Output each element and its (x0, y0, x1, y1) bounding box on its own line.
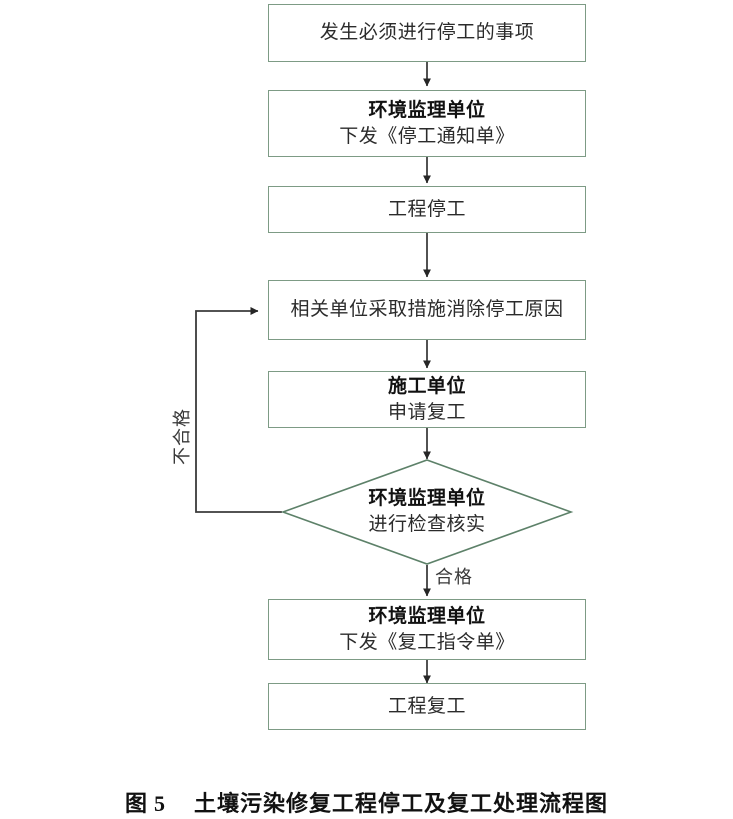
node-supervisor-issue-resume-order[interactable]: 环境监理单位 下发《复工指令单》 (268, 599, 586, 660)
node-line: 下发《停工通知单》 (339, 125, 515, 147)
node-contractor-apply-resume[interactable]: 施工单位 申请复工 (268, 371, 586, 428)
node-project-stopped[interactable]: 工程停工 (268, 186, 586, 233)
caption-prefix: 图 (124, 791, 148, 816)
node-line: 发生必须进行停工的事项 (319, 22, 535, 44)
node-line: 下发《复工指令单》 (339, 631, 515, 653)
caption-title: 土壤污染修复工程停工及复工处理流程图 (194, 791, 609, 816)
edge-label-pass: 合格 (435, 567, 473, 587)
node-line: 工程停工 (387, 198, 466, 220)
node-line: 施工单位 (387, 376, 466, 398)
node-trigger-event[interactable]: 发生必须进行停工的事项 (268, 4, 586, 62)
caption-number: 5 (154, 791, 166, 816)
edge-label-fail: 不合格 (172, 408, 192, 465)
node-line: 工程复工 (387, 695, 466, 717)
node-supervisor-issue-stop-notice[interactable]: 环境监理单位 下发《停工通知单》 (268, 90, 586, 157)
node-units-remove-cause[interactable]: 相关单位采取措施消除停工原因 (268, 280, 586, 340)
node-line: 相关单位采取措施消除停工原因 (290, 299, 564, 321)
node-supervisor-inspect-verify[interactable]: 环境监理单位 进行检查核实 (280, 459, 574, 565)
node-project-resumed[interactable]: 工程复工 (268, 683, 586, 730)
node-line: 环境监理单位 (368, 100, 486, 122)
node-line: 申请复工 (387, 401, 466, 423)
node-line: 环境监理单位 (368, 606, 486, 628)
diamond-shape (280, 459, 574, 565)
